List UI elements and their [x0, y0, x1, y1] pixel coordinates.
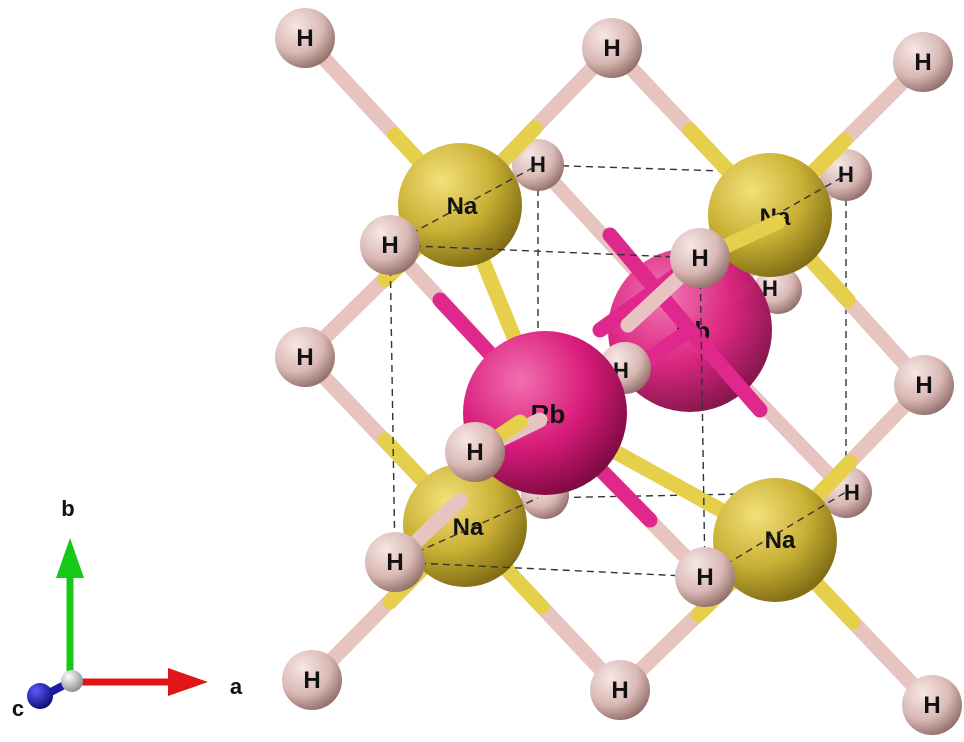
h-atom [445, 422, 505, 482]
h-atom [360, 215, 420, 275]
cell-edge [699, 257, 706, 578]
atom-label-h: H [381, 232, 398, 259]
atom-label-h: H [914, 49, 931, 76]
h-atom [902, 675, 962, 735]
atom-label-na: Na [453, 514, 484, 541]
h-atom [582, 18, 642, 78]
b-axis-arrowhead [56, 538, 84, 578]
axes-origin [61, 670, 83, 692]
h-atom [893, 32, 953, 92]
atom-label-h: H [844, 480, 860, 505]
na-atom [403, 463, 527, 587]
atom-label-h: H [303, 667, 320, 694]
b-axis-label: b [61, 496, 74, 521]
atom-label-h: H [466, 439, 483, 466]
atom-label-h: H [296, 344, 313, 371]
atom-label-h: H [762, 276, 778, 301]
h-atom [894, 355, 954, 415]
atom-label-h: H [696, 564, 713, 591]
atom-label-h: H [386, 549, 403, 576]
bond-rb-h [602, 227, 698, 338]
axes-indicator: b a c [12, 496, 243, 721]
na-atom [713, 478, 837, 602]
h-atom [275, 8, 335, 68]
atom-label-h: H [691, 245, 708, 272]
cell-edge [389, 244, 701, 259]
na-atom [398, 143, 522, 267]
h-atom [670, 228, 730, 288]
h-atom [675, 547, 735, 607]
c-axis-head [27, 683, 53, 709]
front-h-atoms: H H H H H H H H H H H H H [275, 8, 962, 735]
atom-label-h: H [915, 372, 932, 399]
c-axis-label: c [12, 696, 24, 721]
a-axis-label: a [230, 674, 243, 699]
atom-label-na: Na [447, 193, 478, 220]
atom-label-h: H [838, 162, 854, 187]
h-atom [365, 532, 425, 592]
atom-label-h: H [923, 692, 940, 719]
h-atom [275, 327, 335, 387]
atom-label-h: H [611, 677, 628, 704]
cell-edge [389, 244, 396, 563]
atom-label-h: H [296, 25, 313, 52]
h-atom [590, 660, 650, 720]
cell-edge [394, 561, 706, 578]
atom-label-h: H [603, 35, 620, 62]
a-axis-arrowhead [168, 668, 208, 696]
atom-label-h: H [530, 152, 546, 177]
h-atom [282, 650, 342, 710]
